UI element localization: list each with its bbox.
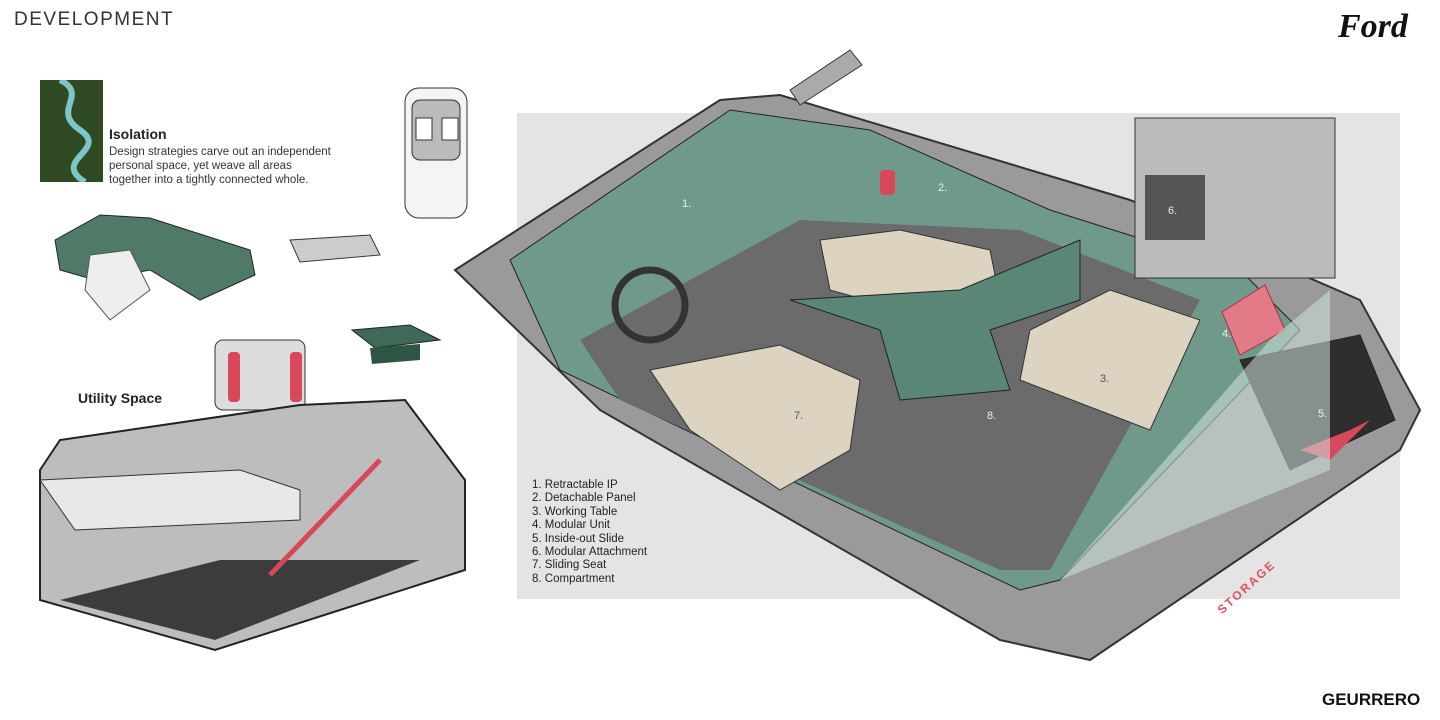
isolation-description: Design strategies carve out an independe… bbox=[109, 145, 369, 187]
legend-item: 1. Retractable IP bbox=[532, 479, 618, 491]
text-line: Design strategies carve out an independe… bbox=[109, 146, 331, 158]
legend-item: 6. Modular Attachment bbox=[532, 546, 648, 559]
green-module-sketch bbox=[54, 214, 256, 321]
text-line: together into a tightly connected whole. bbox=[109, 174, 309, 186]
callout-5: 5. bbox=[1318, 408, 1328, 420]
callout-4: 4. bbox=[1222, 328, 1232, 340]
legend-item: 8. Compartment bbox=[532, 572, 615, 585]
legend-item: 7. Sliding Seat bbox=[532, 559, 607, 572]
callout-1: 1. bbox=[682, 198, 692, 210]
callout-8: 8. bbox=[987, 410, 997, 422]
callout-2: 2. bbox=[938, 182, 948, 194]
author-name: GEURRERO bbox=[1322, 690, 1421, 709]
concept-sketches bbox=[39, 87, 468, 652]
legend-item: 4. Modular Unit bbox=[532, 519, 610, 532]
text-line: personal space, yet weave all areas bbox=[109, 160, 292, 172]
small-table-sketch bbox=[289, 234, 442, 364]
callout-6: 6. bbox=[1168, 205, 1178, 217]
top-view-sketch bbox=[404, 87, 468, 219]
ford-logo: Ford bbox=[1338, 8, 1408, 45]
working-table bbox=[1019, 289, 1201, 431]
utility-space-heading: Utility Space bbox=[78, 390, 163, 406]
utility-space-sketch bbox=[39, 339, 466, 652]
river-aerial-image bbox=[40, 80, 103, 182]
isolation-heading: Isolation bbox=[109, 126, 167, 142]
callout-3: 3. bbox=[1100, 373, 1110, 385]
page-title: DEVELOPMENT bbox=[14, 9, 175, 30]
legend-item: 2. Detachable Panel bbox=[532, 492, 636, 505]
callout-7: 7. bbox=[794, 410, 804, 422]
center-console bbox=[789, 239, 1081, 401]
steering-wheel bbox=[611, 266, 689, 344]
feature-legend: 1. Retractable IP 2. Detachable Panel 3.… bbox=[532, 479, 647, 586]
sliding-seat bbox=[649, 344, 861, 491]
legend-item: 3. Working Table bbox=[532, 505, 618, 518]
legend-item: 5. Inside-out Slide bbox=[532, 532, 625, 545]
